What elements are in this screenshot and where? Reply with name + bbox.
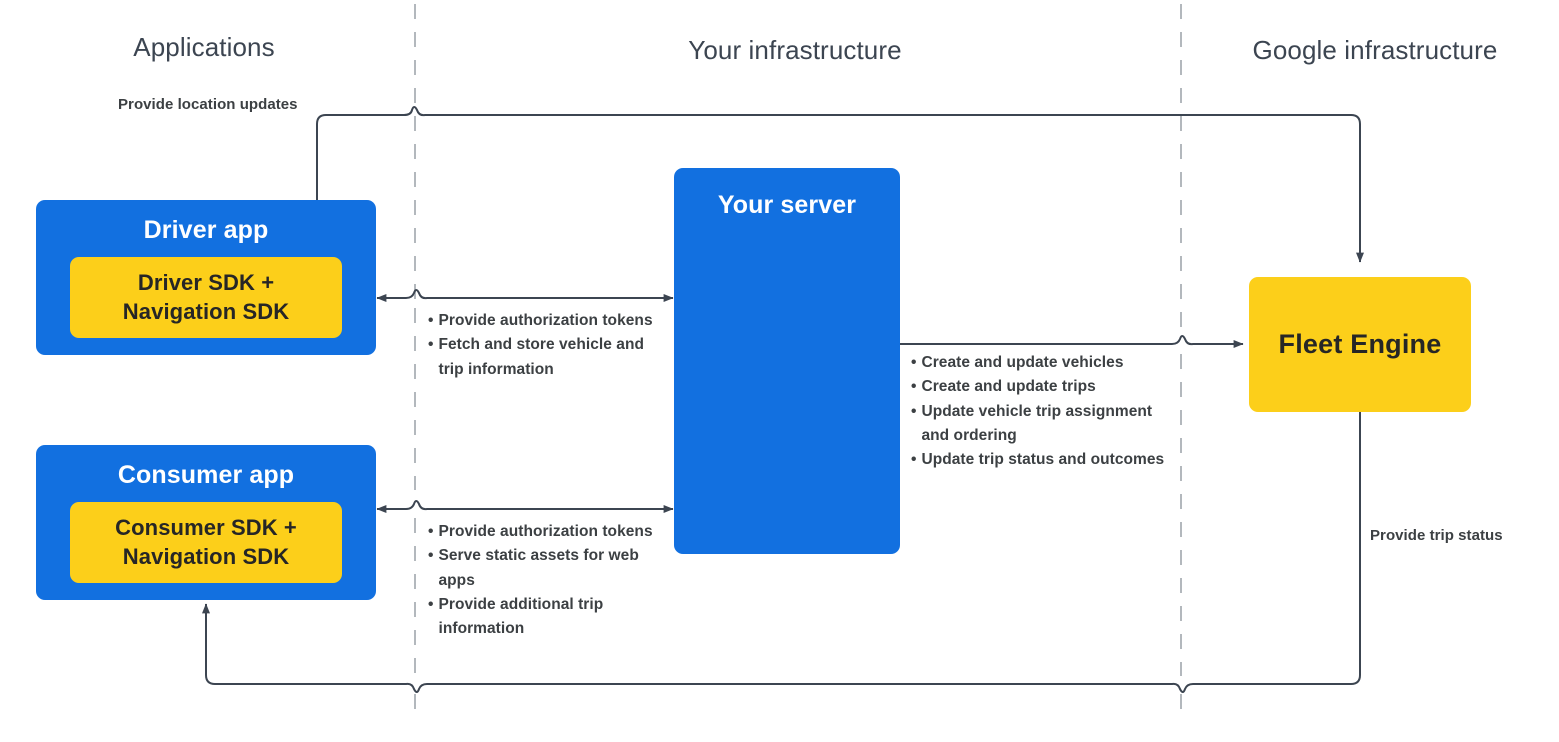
zone-title-your-infrastructure: Your infrastructure — [688, 35, 902, 65]
zone-title-google-infrastructure: Google infrastructure — [1252, 35, 1498, 65]
list-item: • Update trip status and outcomes — [911, 448, 1173, 472]
list-item: • Create and update trips — [911, 375, 1173, 399]
bullet-icon: • — [428, 523, 434, 540]
bullets-driver-to-server: • Provide authorization tokens • Fetch a… — [428, 309, 660, 382]
your-server-title: Your server — [717, 191, 857, 219]
bullet-icon: • — [911, 402, 917, 420]
list-item: • Serve static assets for web apps — [428, 544, 654, 593]
node-driver-app[interactable]: Driver app Driver SDK + Navigation SDK — [36, 200, 376, 355]
list-item-text: Provide authorization tokens — [438, 523, 653, 540]
node-consumer-sdk[interactable]: Consumer SDK + Navigation SDK — [70, 502, 342, 583]
list-item: • Provide additional trip information — [428, 593, 654, 642]
bullet-icon: • — [911, 354, 917, 371]
node-consumer-app[interactable]: Consumer app Consumer SDK + Navigation S… — [36, 445, 376, 600]
list-item: • Update vehicle trip assignment and ord… — [911, 400, 1173, 449]
fleet-engine-title: Fleet Engine — [1278, 329, 1442, 359]
bullet-icon: • — [428, 312, 434, 329]
node-your-server[interactable]: Your server — [674, 168, 900, 554]
bullet-icon: • — [911, 378, 917, 396]
list-item: • Create and update vehicles — [911, 351, 1173, 375]
list-item-text: Provide authorization tokens — [438, 312, 653, 329]
list-item-text: Create and update trips — [921, 378, 1096, 396]
driver-app-title: Driver app — [143, 216, 269, 244]
bullet-icon: • — [911, 451, 917, 469]
edge-your-server-to-fleet-engine — [900, 335, 1244, 348]
bullets-server-to-fleet-engine: • Create and update vehicles • Create an… — [911, 351, 1173, 473]
bullet-icon: • — [428, 336, 434, 354]
list-item-text: Create and update vehicles — [921, 354, 1124, 371]
list-item-text: Provide additional trip information — [438, 595, 604, 638]
label-provide-trip-status: Provide trip status — [1370, 527, 1503, 544]
bullets-consumer-to-server: • Provide authorization tokens • Serve s… — [428, 520, 654, 642]
list-item: • Provide authorization tokens — [428, 520, 654, 544]
consumer-sdk-line-1: Consumer SDK + — [115, 515, 297, 540]
bullet-icon: • — [428, 547, 434, 565]
list-item-text: Serve static assets for web apps — [438, 547, 639, 589]
list-item-text: Update vehicle trip assignment and order… — [921, 402, 1153, 444]
bullet-icon: • — [428, 595, 434, 613]
node-fleet-engine[interactable]: Fleet Engine — [1249, 277, 1471, 412]
edge-consumer-app-to-your-server — [376, 500, 674, 513]
list-item: • Fetch and store vehicle and trip infor… — [428, 333, 660, 382]
edge-driver-app-to-your-server — [376, 289, 674, 302]
label-provide-location-updates: Provide location updates — [118, 96, 298, 113]
driver-sdk-line-1: Driver SDK + — [137, 270, 275, 295]
consumer-app-title: Consumer app — [117, 461, 295, 489]
node-driver-sdk[interactable]: Driver SDK + Navigation SDK — [70, 257, 342, 338]
list-item-text: Update trip status and outcomes — [921, 451, 1165, 469]
driver-sdk-line-2: Navigation SDK — [122, 299, 290, 324]
list-item-text: Fetch and store vehicle and trip informa… — [438, 336, 644, 378]
consumer-sdk-line-2: Navigation SDK — [122, 544, 290, 569]
zone-title-applications: Applications — [133, 32, 275, 62]
list-item: • Provide authorization tokens — [428, 309, 660, 333]
